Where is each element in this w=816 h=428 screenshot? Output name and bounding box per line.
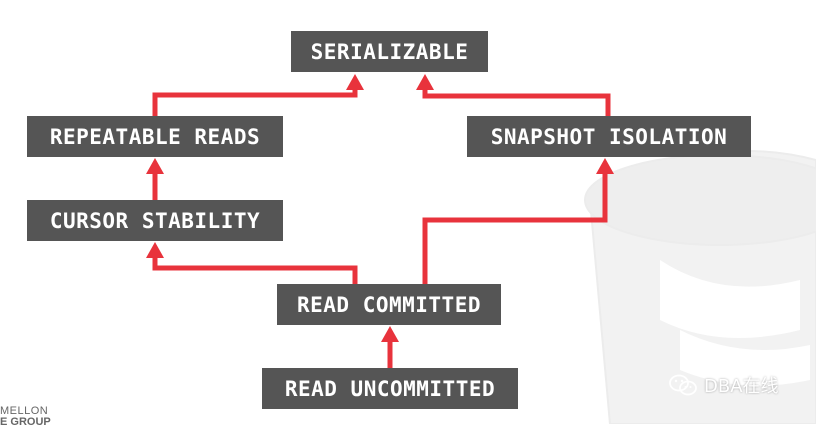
arrowhead	[146, 158, 164, 174]
arrowhead	[416, 74, 434, 90]
arrowhead	[146, 242, 164, 258]
node-snapshot-isolation: SNAPSHOT ISOLATION	[467, 116, 751, 157]
node-read-uncommitted: READ UNCOMMITTED	[262, 368, 518, 409]
arrowhead	[381, 326, 399, 342]
footer-logo-line2: E GROUP	[0, 416, 51, 428]
watermark-label: DBA在线	[704, 376, 779, 397]
footer-logo-line1: MELLON	[0, 405, 49, 417]
edge-snapshot-to-serializable	[422, 88, 611, 116]
node-cursor-stability: CURSOR STABILITY	[27, 200, 283, 241]
arrowhead	[346, 74, 364, 90]
node-read-committed: READ COMMITTED	[277, 284, 501, 325]
edge-repeatable-to-serializable	[152, 88, 358, 116]
edge-committed-to-cursor	[152, 256, 358, 284]
wechat-icon	[669, 374, 697, 396]
arrowhead	[596, 158, 614, 174]
node-repeatable-reads: REPEATABLE READS	[27, 116, 283, 157]
node-serializable: SERIALIZABLE	[291, 31, 488, 72]
wechat-watermark: DBA在线	[668, 372, 779, 398]
edge-committed-to-snapshot	[422, 172, 608, 284]
